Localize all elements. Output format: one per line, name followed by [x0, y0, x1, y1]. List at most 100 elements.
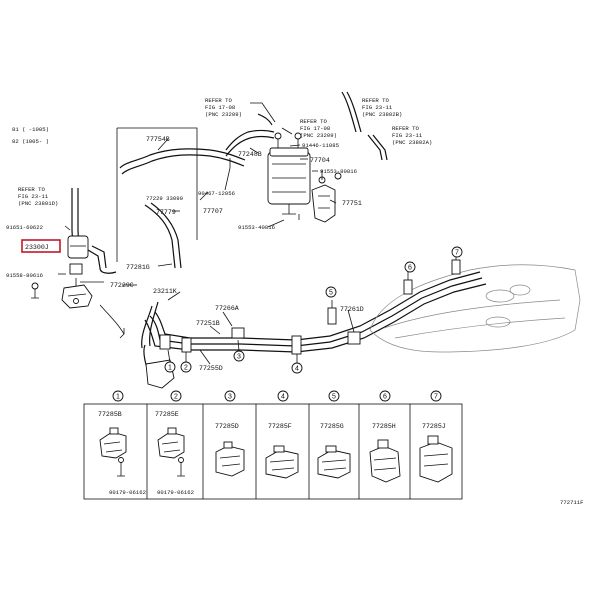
label-77754b: 77754B	[146, 136, 170, 143]
label-77751: 77751	[342, 200, 362, 207]
svg-text:2: 2	[174, 394, 178, 401]
legend-num-7: 7	[430, 390, 442, 402]
fuel-tank	[369, 264, 581, 353]
legend-sub-1: 90179-06162	[109, 489, 146, 496]
line-clamp-3	[231, 327, 245, 339]
svg-text:(PNC 23802A): (PNC 23802A)	[392, 139, 432, 146]
callout-circle-2: 2	[180, 361, 192, 373]
refer-to-right: REFER TO FIG 23-11 (PNC 23802A)	[392, 125, 432, 146]
label-23211k: 23211K	[153, 288, 177, 295]
canister-bracket	[311, 172, 342, 223]
svg-text:1: 1	[116, 394, 120, 401]
svg-text:REFER TO: REFER TO	[205, 97, 232, 104]
label-91651-60622: 91651-60622	[6, 224, 43, 231]
figure-code: 772711F	[560, 499, 584, 506]
line-clamp-5	[327, 307, 337, 325]
svg-text:6: 6	[408, 265, 412, 272]
svg-text:REFER TO: REFER TO	[300, 118, 327, 125]
callout-circle-4: 4	[291, 362, 303, 374]
svg-text:FIG 23-11: FIG 23-11	[18, 193, 49, 200]
svg-text:REFER TO: REFER TO	[362, 97, 389, 104]
legend-part-1: 77285B	[98, 411, 122, 418]
clip-77285j-icon	[419, 435, 453, 483]
refer-to-mid-center: REFER TO FIG 17-08 (PNC 23209)	[300, 118, 337, 139]
svg-text:FIG 17-08: FIG 17-08	[205, 104, 235, 111]
main-fuel-lines	[141, 271, 487, 381]
svg-text:FIG 23-11: FIG 23-11	[362, 104, 393, 111]
svg-text:(PNC 23209): (PNC 23209)	[300, 132, 337, 139]
svg-text:6: 6	[383, 394, 387, 401]
line-clamp-6	[347, 331, 361, 345]
svg-text:FIG 17-08: FIG 17-08	[300, 125, 330, 132]
clip-77285d-icon	[215, 441, 245, 477]
svg-text:3: 3	[237, 354, 241, 361]
label-77281g: 77281G	[126, 264, 150, 271]
label-90467-12056: 90467-12056	[198, 190, 235, 197]
hose-to-canister	[225, 129, 275, 151]
legend-num-6: 6	[379, 390, 391, 402]
line-clamp-4	[291, 335, 302, 355]
svg-text:(PNC 23801D): (PNC 23801D)	[18, 200, 58, 207]
refer-to-top-right: REFER TO FIG 23-11 (PNC 23802B)	[362, 97, 402, 118]
legend-part-4: 77285F	[268, 423, 292, 430]
charcoal-canister	[267, 132, 311, 215]
legend-num-1: 1	[112, 390, 124, 402]
clip-77285h-icon	[369, 439, 401, 483]
label-77229c: 77229C	[110, 282, 134, 289]
label-77266a: 77266A	[215, 305, 239, 312]
header-code-1: 81 ( -1005)	[12, 126, 49, 133]
callout-circle-6: 6	[404, 261, 416, 273]
label-91553-40816: 91553-40816	[238, 224, 275, 231]
legend-part-6: 77285H	[372, 423, 396, 430]
callout-circle-3: 3	[233, 350, 245, 362]
svg-text:(PNC 23802B): (PNC 23802B)	[362, 111, 402, 118]
svg-text:5: 5	[329, 290, 333, 297]
vapor-hose-right	[367, 134, 383, 161]
label-77229-33090: 77229 33090	[146, 195, 184, 202]
svg-text:5: 5	[332, 394, 336, 401]
callout-circle-5: 5	[325, 286, 337, 298]
svg-text:7: 7	[434, 394, 438, 401]
svg-text:7: 7	[455, 250, 459, 257]
vapor-line-77779	[119, 148, 246, 169]
svg-text:2: 2	[184, 365, 188, 372]
legend-part-5: 77285G	[320, 423, 344, 430]
legend-frame	[83, 403, 463, 500]
callout-circle-7: 7	[451, 246, 463, 258]
label-77779: 77779	[156, 209, 176, 216]
svg-text:4: 4	[295, 366, 299, 373]
label-77261d: 77261D	[340, 306, 364, 313]
bolt-icon	[31, 282, 39, 290]
label-77248b: 77248B	[238, 151, 262, 158]
legend-sub-2: 90179-06162	[157, 489, 194, 496]
clip-77285f-icon	[265, 445, 299, 479]
line-clamp-7	[403, 279, 413, 295]
direction-arrow	[99, 304, 125, 335]
header-code-2: 82 (1005- )	[12, 138, 49, 145]
svg-text:4: 4	[281, 394, 285, 401]
label-77255d: 77255D	[199, 365, 223, 372]
fuel-vapor-valve	[61, 188, 117, 309]
svg-text:(PNC 23209): (PNC 23209)	[205, 111, 242, 118]
legend-part-7: 77285J	[422, 423, 446, 430]
line-clamp-1	[159, 334, 171, 350]
legend-num-3: 3	[224, 390, 236, 402]
svg-text:REFER TO: REFER TO	[392, 125, 419, 132]
label-91558-80616: 91558-80616	[6, 272, 43, 279]
label-77704: 77704	[310, 157, 330, 164]
svg-text:3: 3	[228, 394, 232, 401]
svg-text:FIG 23-11: FIG 23-11	[392, 132, 423, 139]
label-91446-11085: 91446-11085	[302, 142, 339, 149]
clip-77285b-icon	[99, 427, 127, 477]
legend-part-2: 77285E	[155, 411, 179, 418]
legend-part-3: 77285D	[215, 423, 239, 430]
clip-77285e-icon	[157, 427, 185, 477]
vapor-hose-upper-right	[341, 91, 357, 133]
callout-circle-1: 1	[164, 361, 176, 373]
refer-to-left: REFER TO FIG 23-11 (PNC 23801D)	[18, 186, 58, 207]
clip-77285g-icon	[317, 445, 351, 479]
line-clamp-2	[181, 337, 192, 353]
legend-num-4: 4	[277, 390, 289, 402]
leader-frame	[117, 127, 198, 240]
